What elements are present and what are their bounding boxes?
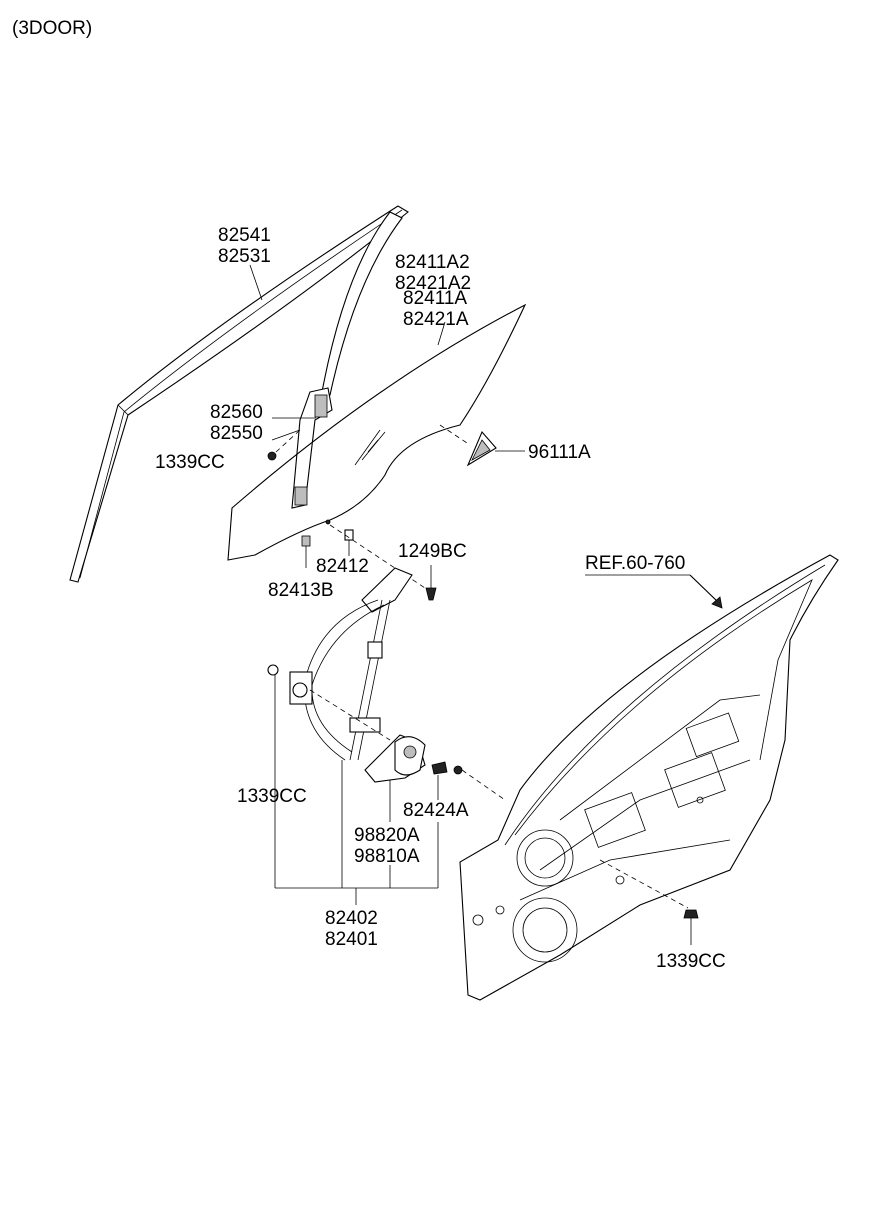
door-glass (227, 303, 527, 561)
label-82402: 82402 (325, 908, 378, 929)
label-82424A: 82424A (403, 800, 469, 821)
label-1339CC-left: 1339CC (237, 786, 307, 807)
label-98820A: 98820A (354, 825, 420, 846)
regulator-motor (364, 734, 426, 783)
label-96111A: 96111A (528, 442, 591, 463)
label-82421A2: 82421A2 (395, 273, 471, 294)
bolt-1249bc (425, 587, 437, 601)
ref-arrow-head (711, 596, 723, 609)
label-82421A: 82421A (403, 309, 469, 330)
motor-dash (461, 769, 506, 801)
bolt-dash-top (275, 429, 301, 453)
window-regulator (289, 567, 413, 761)
leader-82550 (271, 429, 301, 441)
label-1339CC-right: 1339CC (656, 951, 726, 972)
label-82411A2: 82411A2 (395, 252, 470, 273)
label-82412: 82412 (316, 556, 369, 577)
bolt-82424a (431, 761, 463, 775)
label-98810A: 98810A (354, 846, 420, 867)
door-panel (459, 554, 839, 1001)
label-82541: 82541 (218, 225, 271, 246)
bolt-1339cc-left (267, 664, 279, 676)
bolt-1339cc-top (267, 451, 277, 461)
label-1339CC-top: 1339CC (155, 452, 225, 473)
label-82531: 82531 (218, 246, 271, 267)
bolt-1339cc-right (683, 909, 699, 919)
glass-clips (301, 519, 354, 547)
label-82413B: 82413B (268, 580, 334, 601)
label-82401: 82401 (325, 929, 378, 950)
leader-82411 (437, 321, 446, 346)
ref-arrow-line (689, 574, 719, 603)
leader-82541 (249, 264, 263, 301)
diagram-title: (3DOOR) (12, 18, 92, 39)
label-1249BC: 1249BC (398, 541, 467, 562)
regulator-dash (309, 689, 391, 741)
label-82560: 82560 (210, 402, 263, 423)
delta-dash (439, 424, 471, 446)
label-82411A: 82411A (403, 288, 467, 309)
delta-cover (466, 430, 497, 467)
assembly-bracket (274, 675, 439, 905)
rear-channel (291, 387, 333, 509)
panel-dash (599, 859, 689, 909)
label-82550: 82550 (210, 423, 263, 444)
label-ref: REF.60-760 (585, 553, 685, 574)
